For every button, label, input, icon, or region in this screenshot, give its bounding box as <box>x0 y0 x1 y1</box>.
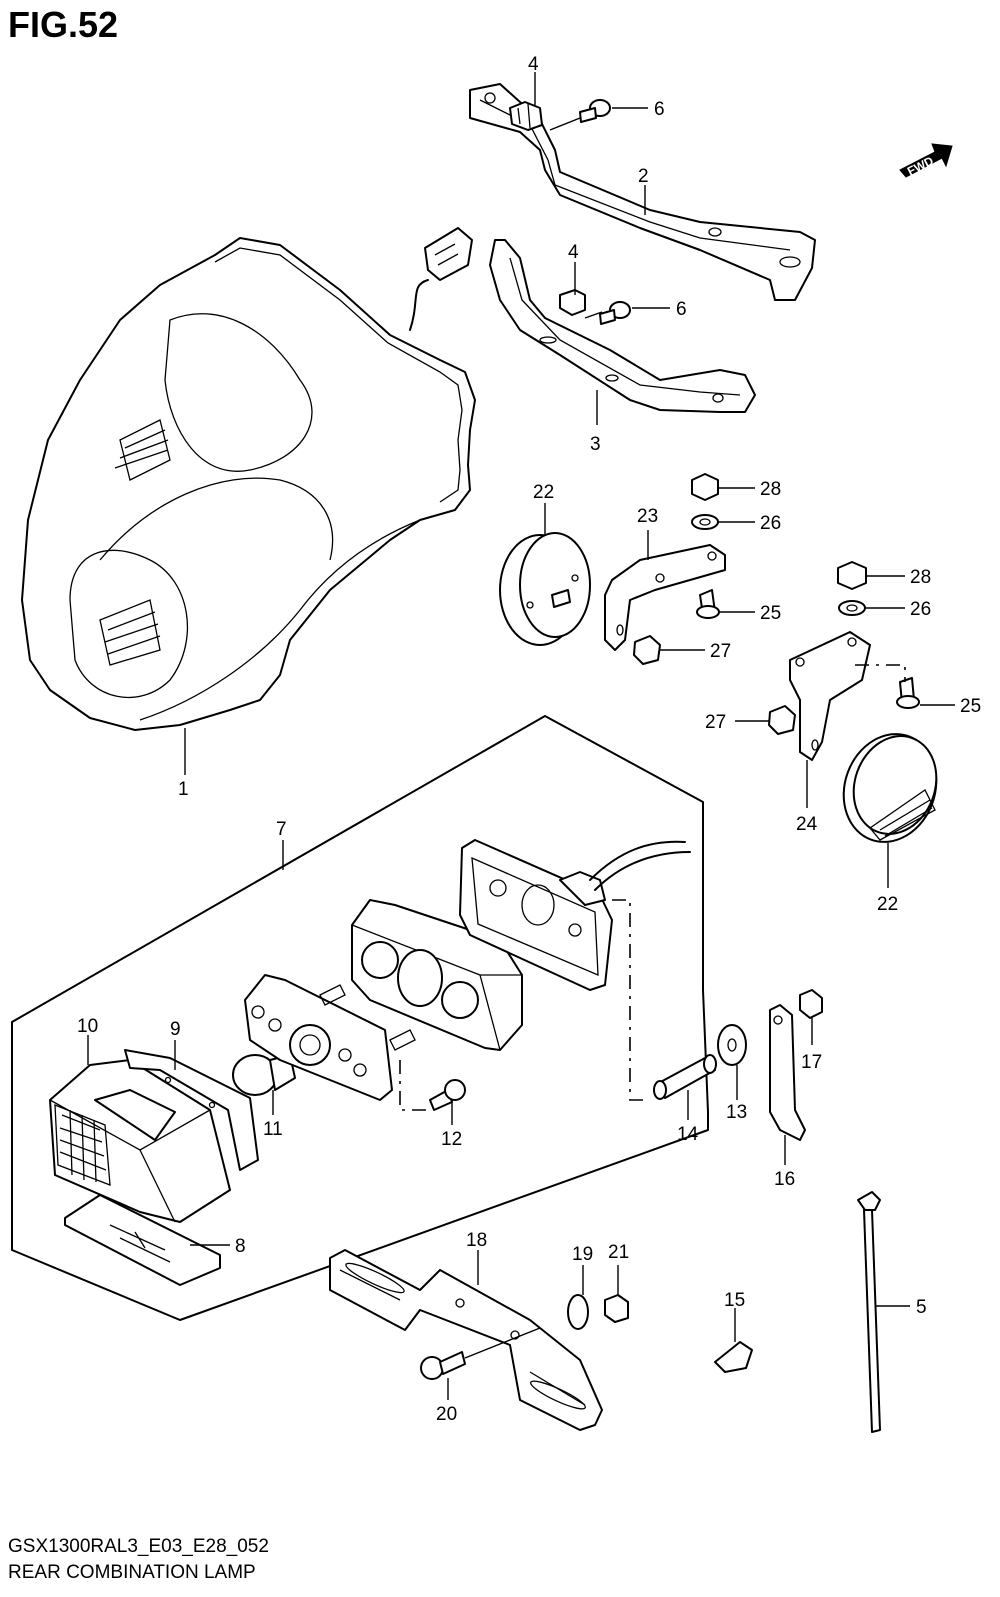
callout-28: 28 <box>760 479 781 500</box>
callout-7: 7 <box>276 819 287 840</box>
screw-part-12 <box>429 1079 466 1111</box>
spacer-part-14 <box>653 1054 717 1100</box>
callout-16: 16 <box>774 1169 795 1190</box>
nut-part-27-right <box>768 705 796 735</box>
nut-part-28-right <box>837 561 867 590</box>
callout-27: 27 <box>710 641 731 662</box>
callout-4: 4 <box>568 242 579 263</box>
callout-12: 12 <box>441 1129 462 1150</box>
assembly-outline-part-7 <box>11 715 709 1321</box>
diagram-code: GSX1300RAL3_E03_E28_052 <box>8 1536 269 1557</box>
washer-part-26-right <box>838 600 866 616</box>
callout-10: 10 <box>77 1016 98 1037</box>
callout-4: 4 <box>528 54 539 75</box>
callout-9: 9 <box>170 1019 181 1040</box>
lamp-gasket-part-9 <box>124 1049 259 1171</box>
nut-part-17 <box>799 989 823 1019</box>
callout-19: 19 <box>572 1244 593 1265</box>
nut-part-28-left <box>691 473 719 501</box>
socket-plate <box>244 974 416 1101</box>
bolt-part-4-lower <box>559 289 586 316</box>
callout-23: 23 <box>637 506 658 527</box>
screw-part-25-right <box>896 677 920 709</box>
guide-line-bulb <box>399 1060 430 1111</box>
fwd-arrow-icon: FWD <box>899 143 953 178</box>
callout-14: 14 <box>677 1124 699 1145</box>
callout-28: 28 <box>910 567 931 588</box>
callout-22: 22 <box>533 482 554 503</box>
callout-6: 6 <box>654 99 665 120</box>
callout-22: 22 <box>877 894 898 915</box>
callout-26: 26 <box>910 599 931 620</box>
callout-1: 1 <box>178 779 189 800</box>
diagram-name: REAR COMBINATION LAMP <box>8 1562 256 1583</box>
reflector-part-22-right <box>842 733 938 843</box>
washer-part-26-left <box>691 514 719 530</box>
callout-17: 17 <box>801 1052 822 1073</box>
cable-tie-part-5 <box>857 1191 881 1433</box>
callout-26: 26 <box>760 513 781 534</box>
callout-8: 8 <box>235 1236 246 1257</box>
callout-3: 3 <box>590 434 601 455</box>
lamp-gasket-back <box>459 839 691 991</box>
callout-18: 18 <box>466 1230 487 1251</box>
screw-part-25-left <box>696 589 720 619</box>
callout-15: 15 <box>724 1290 745 1311</box>
lens-plate-part-8 <box>64 1194 221 1286</box>
callout-2: 2 <box>638 166 649 187</box>
callout-25: 25 <box>960 696 981 717</box>
screw-part-6-upper <box>579 99 611 123</box>
guide-line-socket <box>612 899 650 1101</box>
washer-part-19 <box>567 1294 589 1330</box>
clip-part-15 <box>714 1341 753 1373</box>
nut-part-27-left <box>633 635 661 665</box>
reflector-bracket-part-23 <box>604 544 726 651</box>
callout-13: 13 <box>726 1102 747 1123</box>
leader-lines <box>87 72 955 1400</box>
callout-21: 21 <box>608 1242 629 1263</box>
callout-25: 25 <box>760 603 781 624</box>
callout-labels: 4 6 2 4 6 3 1 22 23 28 26 25 27 28 26 25… <box>77 54 981 1425</box>
license-bracket-part-18 <box>329 1249 603 1431</box>
washer-part-13 <box>717 1024 747 1066</box>
callout-5: 5 <box>916 1297 927 1318</box>
reflector-part-22-left <box>499 532 591 646</box>
screw-part-20 <box>420 1351 466 1380</box>
bracket-lower-part-3 <box>489 239 756 413</box>
callout-27: 27 <box>705 712 726 733</box>
figure-title: FIG.52 <box>8 4 119 45</box>
reflector-bracket-part-24 <box>789 631 871 761</box>
tail-cowl-part-1 <box>21 227 476 731</box>
lamp-lens-part-10 <box>49 1059 231 1223</box>
callout-24: 24 <box>796 814 818 835</box>
nut-part-21 <box>604 1294 629 1323</box>
clamp-part-16 <box>769 1004 806 1141</box>
callout-20: 20 <box>436 1404 457 1425</box>
callout-11: 11 <box>263 1119 283 1140</box>
callout-6: 6 <box>676 299 687 320</box>
bolt-part-4-upper <box>509 101 543 131</box>
screw-part-6-lower <box>599 301 631 325</box>
